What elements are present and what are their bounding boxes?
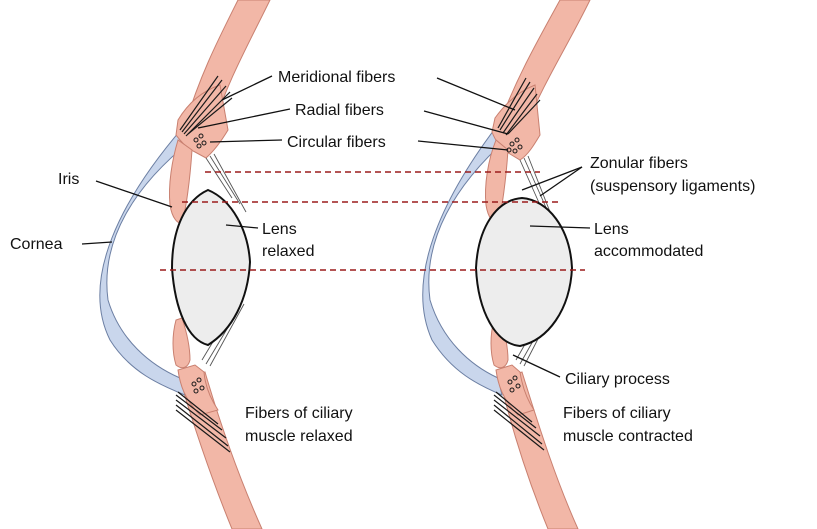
- label-radial-fibers: Radial fibers: [295, 102, 384, 119]
- label-circular-fibers: Circular fibers: [287, 134, 386, 151]
- label-iris: Iris: [58, 171, 79, 188]
- labels: Meridional fibers Radial fibers Circular…: [10, 69, 755, 445]
- left-lens: [172, 190, 250, 345]
- leader-iris: [96, 181, 172, 207]
- label-lens-right-1: Lens: [594, 221, 629, 238]
- label-zonular-1: Zonular fibers: [590, 155, 688, 172]
- label-meridional-fibers: Meridional fibers: [278, 69, 395, 86]
- label-lens-right-2: accommodated: [594, 243, 703, 260]
- leader-meridional-right: [437, 78, 515, 110]
- label-lens-left-1: Lens: [262, 221, 297, 238]
- right-eye-accommodated: [423, 0, 590, 529]
- label-ciliary-process: Ciliary process: [565, 371, 670, 388]
- label-lens-left-2: relaxed: [262, 243, 314, 260]
- left-eye-relaxed: [100, 0, 270, 529]
- leader-cornea: [82, 242, 112, 244]
- label-cornea: Cornea: [10, 236, 63, 253]
- caption-left-1: Fibers of ciliary: [245, 405, 353, 422]
- leader-zonular-1: [522, 167, 582, 190]
- caption-right-2: muscle contracted: [563, 428, 693, 445]
- leader-zonular-2: [540, 167, 582, 196]
- caption-right-1: Fibers of ciliary: [563, 405, 671, 422]
- right-lens: [476, 198, 572, 346]
- caption-left-2: muscle relaxed: [245, 428, 353, 445]
- label-zonular-2: (suspensory ligaments): [590, 178, 755, 195]
